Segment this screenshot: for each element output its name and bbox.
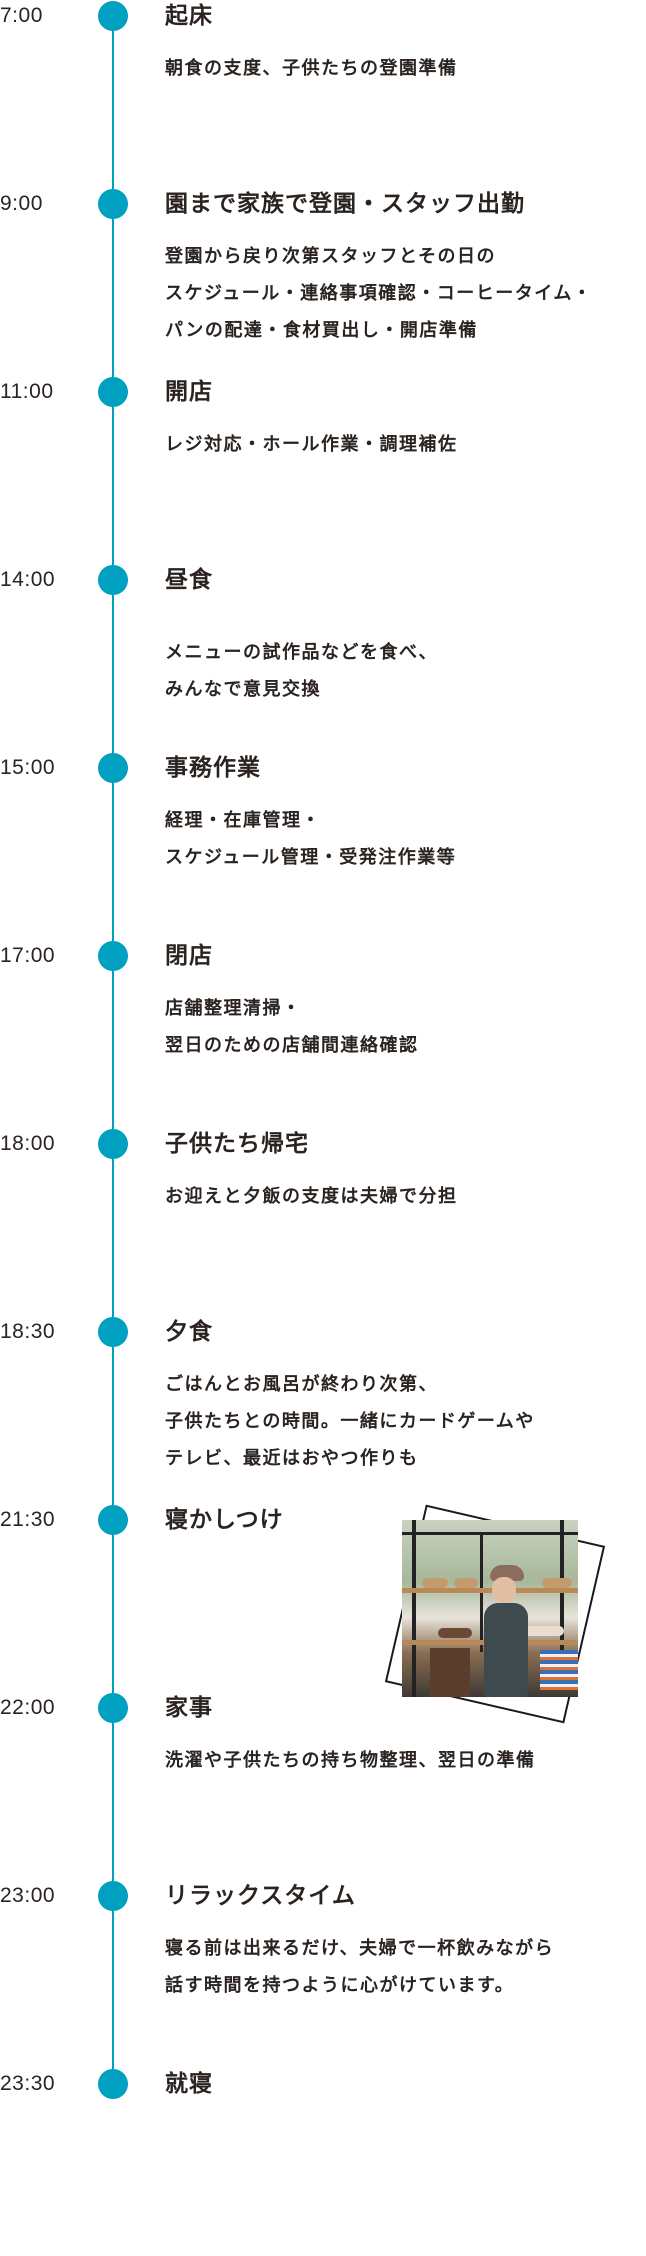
person-figure [482, 1565, 538, 1697]
description-line: 登園から戻り次第スタッフとその日の [165, 246, 496, 267]
schedule-item: 22:00 家事洗濯や子供たちの持ち物整理、翌日の準備 [0, 1692, 646, 1880]
time-label: 18:00 [0, 1132, 56, 1155]
timeline-dot-icon [98, 1693, 128, 1723]
schedule-description: 経理・在庫管理・スケジュール管理・受発注作業等 [165, 802, 456, 876]
schedule-description: ごはんとお風呂が終わり次第、子供たちとの時間。一緒にカードゲームやテレビ、最近は… [165, 1366, 535, 1477]
timeline-dot-icon [98, 377, 128, 407]
time-label: 9:00 [0, 192, 43, 215]
schedule-title: 子供たち帰宅 [165, 1131, 309, 1157]
description-line: 洗濯や子供たちの持ち物整理、翌日の準備 [165, 1750, 536, 1771]
description-line: スケジュール管理・受発注作業等 [165, 847, 457, 868]
schedule-item: 9:00 園まで家族で登園・スタッフ出勤登園から戻り次第スタッフとその日のスケジュ… [0, 188, 646, 376]
timeline-dot-icon [98, 1317, 128, 1347]
schedule-title: 就寝 [165, 2071, 213, 2097]
time-label: 15:00 [0, 756, 56, 779]
schedule-item: 17:00 閉店店舗整理清掃・翌日のための店舗間連絡確認 [0, 940, 646, 1128]
timeline-dot-icon [98, 1, 128, 31]
time-label: 7:00 [0, 4, 43, 27]
time-label: 14:00 [0, 568, 56, 591]
schedule-description: 登園から戻り次第スタッフとその日のスケジュール・連絡事項確認・コーヒータイム・パ… [165, 238, 592, 349]
schedule-item: 23:30 就寝 [0, 2068, 646, 2256]
description-line: レジ対応・ホール作業・調理補佐 [165, 434, 458, 455]
schedule-description: 洗濯や子供たちの持ち物整理、翌日の準備 [165, 1742, 536, 1779]
description-line: メニューの試作品などを食べ、 [165, 642, 438, 663]
time-label: 23:30 [0, 2072, 56, 2095]
description-line: 子供たちとの時間。一緒にカードゲームや [165, 1411, 535, 1432]
description-line: 経理・在庫管理・ [165, 810, 321, 831]
schedule-description: 朝食の支度、子供たちの登園準備 [165, 50, 458, 87]
timeline-dot-icon [98, 189, 128, 219]
timeline-dot-icon [98, 753, 128, 783]
description-line: 翌日のための店舗間連絡確認 [165, 1035, 419, 1056]
schedule-title: 昼食 [165, 567, 213, 593]
schedule-title: 開店 [165, 379, 213, 405]
schedule-description: メニューの試作品などを食べ、みんなで意見交換 [165, 614, 438, 708]
time-label: 17:00 [0, 944, 56, 967]
schedule-title: 夕食 [165, 1319, 213, 1345]
description-line: 店舗整理清掃・ [165, 998, 302, 1019]
schedule-item: 14:00 昼食メニューの試作品などを食べ、みんなで意見交換 [0, 564, 646, 752]
description-line [165, 614, 438, 634]
schedule-description: 店舗整理清掃・翌日のための店舗間連絡確認 [165, 990, 419, 1064]
description-line: 話す時間を持つように心がけています。 [165, 1975, 515, 1996]
schedule-title: リラックスタイム [165, 1883, 356, 1909]
description-line: テレビ、最近はおやつ作りも [165, 1448, 419, 1469]
schedule-title: 家事 [165, 1695, 213, 1721]
timeline-dot-icon [98, 1129, 128, 1159]
schedule-item: 7:00 起床朝食の支度、子供たちの登園準備 [0, 0, 646, 188]
schedule-item: 21:30 寝かしつけ [0, 1504, 646, 1692]
time-label: 23:00 [0, 1884, 56, 1907]
description-line: ごはんとお風呂が終わり次第、 [165, 1374, 438, 1395]
photo-image [402, 1520, 578, 1697]
description-line: 寝る前は出来るだけ、夫婦で一杯飲みながら [165, 1938, 555, 1959]
timeline-dot-icon [98, 565, 128, 595]
timeline-line [112, 16, 114, 2084]
schedule-item: 15:00 事務作業経理・在庫管理・スケジュール管理・受発注作業等 [0, 752, 646, 940]
schedule-description: お迎えと夕飯の支度は夫婦で分担 [165, 1178, 458, 1215]
time-label: 11:00 [0, 380, 54, 403]
schedule-title: 起床 [165, 3, 213, 29]
schedule-item: 18:30 夕食ごはんとお風呂が終わり次第、子供たちとの時間。一緒にカードゲームや… [0, 1316, 646, 1504]
description-line: みんなで意見交換 [165, 679, 321, 700]
bakery-photo [380, 1490, 610, 1730]
schedule-description: 寝る前は出来るだけ、夫婦で一杯飲みながら話す時間を持つように心がけています。 [165, 1930, 554, 2004]
schedule-title: 事務作業 [165, 755, 261, 781]
description-line: スケジュール・連絡事項確認・コーヒータイム・ [165, 283, 593, 304]
timeline-dot-icon [98, 1881, 128, 1911]
time-label: 18:30 [0, 1320, 56, 1343]
description-line: パンの配達・食材買出し・開店準備 [165, 320, 478, 341]
time-label: 21:30 [0, 1508, 56, 1531]
schedule-title: 園まで家族で登園・スタッフ出勤 [165, 191, 525, 217]
schedule-description: レジ対応・ホール作業・調理補佐 [165, 426, 458, 463]
schedule-item: 11:00 開店レジ対応・ホール作業・調理補佐 [0, 376, 646, 564]
description-line: お迎えと夕飯の支度は夫婦で分担 [165, 1186, 458, 1207]
description-line: 朝食の支度、子供たちの登園準備 [165, 58, 458, 79]
time-label: 22:00 [0, 1696, 56, 1719]
schedule-title: 寝かしつけ [165, 1507, 284, 1533]
timeline-dot-icon [98, 1505, 128, 1535]
timeline-dot-icon [98, 2069, 128, 2099]
schedule-item: 23:00 リラックスタイム寝る前は出来るだけ、夫婦で一杯飲みながら話す時間を持つ… [0, 1880, 646, 2068]
schedule-item: 18:00 子供たち帰宅お迎えと夕飯の支度は夫婦で分担 [0, 1128, 646, 1316]
schedule-title: 閉店 [165, 943, 213, 969]
timeline-dot-icon [98, 941, 128, 971]
